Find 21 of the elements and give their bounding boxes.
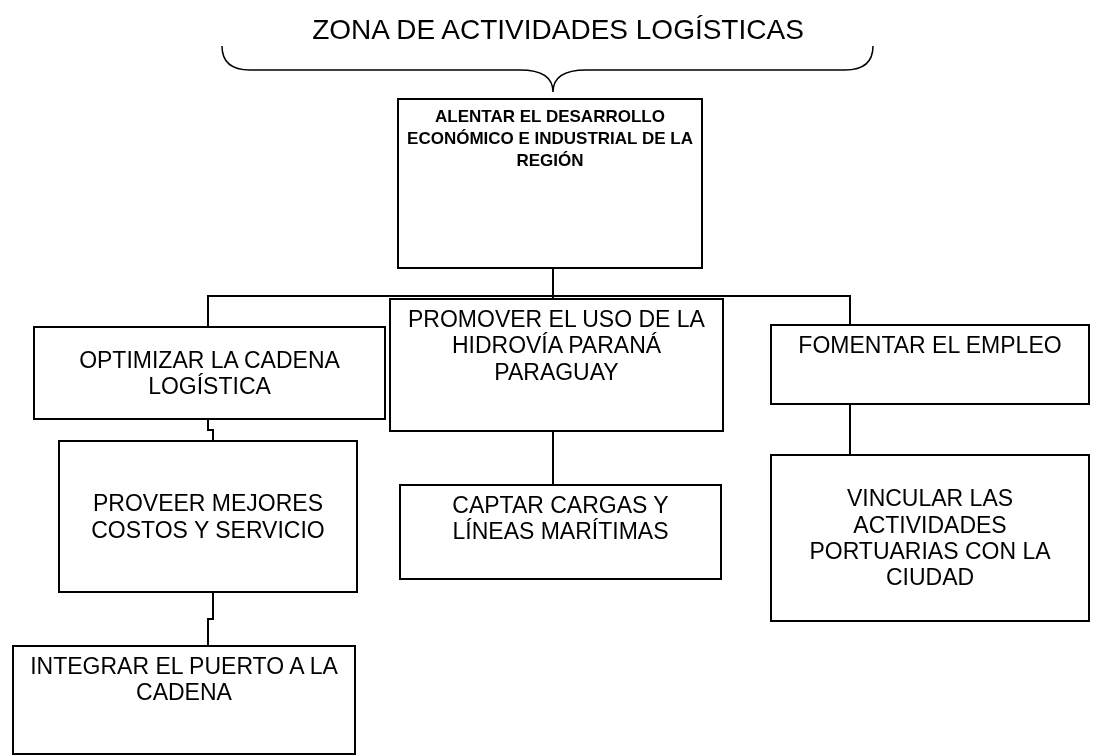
goal-box	[399, 484, 722, 580]
box-text: ALENTAR EL DESARROLLO ECONÓMICO E INDUSTRIAL DE LA REGIÓN	[407, 106, 693, 173]
connector-line	[849, 404, 851, 455]
goal-box	[58, 440, 358, 593]
goal-box	[770, 454, 1090, 622]
box-text: PROMOVER EL USO DE LA HIDROVÍA PARANÁ PARAGUAY	[407, 306, 706, 386]
box-text: CAPTAR CARGAS Y LÍNEAS MARÍTIMAS	[451, 492, 670, 545]
connector-line	[207, 592, 214, 646]
box-text: FOMENTAR EL EMPLEO	[798, 332, 1062, 359]
box-text: PROVEER MEJORES COSTOS Y SERVICIO	[90, 490, 326, 543]
title: ZONA DE ACTIVIDADES LOGÍSTICAS	[312, 14, 804, 46]
goal-box	[397, 98, 703, 269]
connector-line	[552, 431, 554, 485]
goal-box	[389, 298, 724, 432]
goal-box	[33, 326, 386, 420]
goal-box	[12, 645, 356, 755]
box-text: VINCULAR LAS ACTIVIDADES PORTUARIAS CON LA CIUDAD	[808, 485, 1052, 591]
box-text: OPTIMIZAR LA CADENA LOGÍSTICA	[78, 346, 341, 400]
connector-line	[207, 419, 214, 441]
goal-box	[770, 324, 1090, 405]
box-text: INTEGRAR EL PUERTO A LA CADENA	[29, 653, 339, 706]
